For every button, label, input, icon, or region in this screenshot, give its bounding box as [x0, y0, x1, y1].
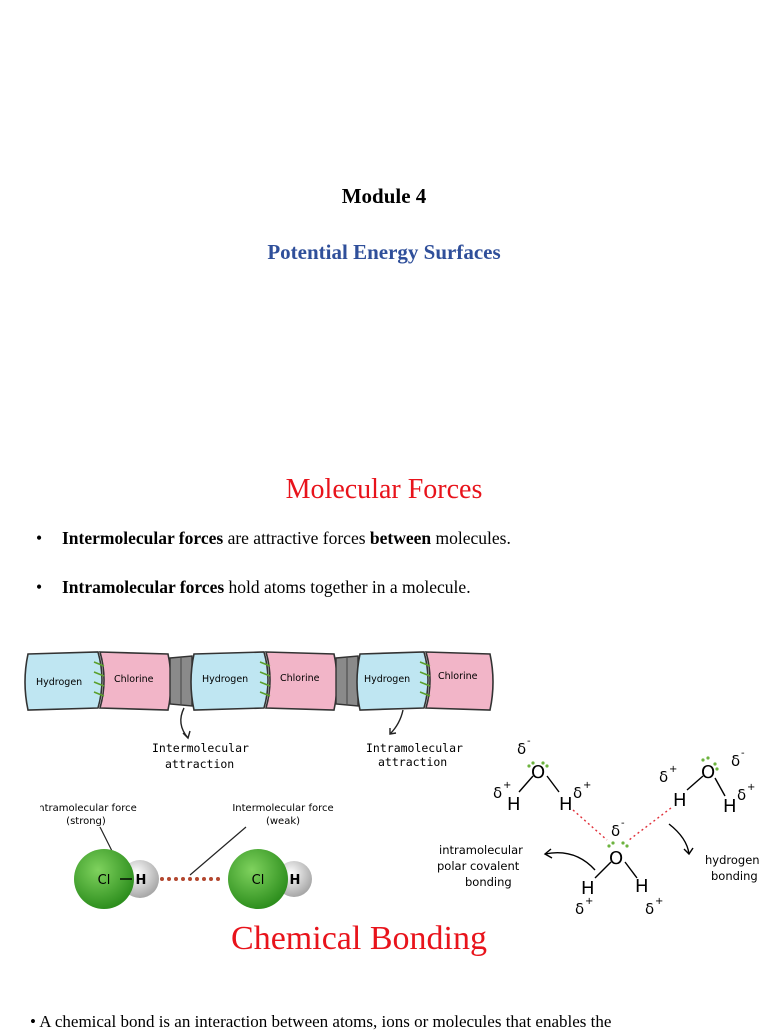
hydrogen-label: Hydrogen [202, 674, 248, 685]
hydrogen-symbol: H [723, 796, 737, 817]
intramolecular-force-label: Intramolecular force [40, 803, 137, 814]
polar-covalent-arrow [544, 852, 596, 871]
label-line: bonding [465, 875, 512, 889]
chlorine-block [424, 651, 494, 711]
intramolecular-bond [93, 661, 105, 697]
delta-plus-label: δ [659, 768, 668, 786]
cl-symbol: Cl [98, 873, 111, 888]
molecule-1: Hydrogen Chlorine [24, 651, 172, 711]
hydrogen-symbol: H [635, 876, 649, 897]
hydrogen-block [24, 651, 103, 711]
oxygen-symbol: O [531, 762, 545, 783]
hydrogen-bonding-arrow [668, 823, 690, 855]
bullet-item: • Intramolecular forces hold atoms togeth… [36, 577, 471, 598]
intramolecular-bond [259, 661, 271, 697]
chlorine-label: Chlorine [438, 671, 478, 682]
charge-sign: - [527, 736, 531, 747]
intermolecular-attraction-label: attraction [165, 757, 234, 771]
label-line: intramolecular [439, 843, 523, 857]
bullet-bold-term: Intramolecular forces [62, 577, 225, 597]
chlorine-atom [228, 849, 288, 909]
bullet-dot: • [36, 577, 43, 597]
charge-sign: + [669, 764, 677, 775]
hydrogen-symbol: H [581, 878, 595, 899]
molecule-3: Hydrogen Chlorine [356, 651, 494, 711]
hydrogen-block [190, 651, 269, 711]
hydrogen-symbol: H [559, 794, 573, 815]
label-line: bonding [711, 869, 758, 883]
intramolecular-force-label: (strong) [66, 816, 106, 827]
module-subtitle: Potential Energy Surfaces [267, 240, 501, 264]
joint-1 [169, 655, 193, 707]
lone-pairs [607, 841, 629, 848]
h-symbol: H [290, 873, 301, 888]
hydrogen-label: Hydrogen [364, 674, 410, 685]
hcl-molecule-1: Cl H [74, 849, 159, 909]
intermolecular-pointer [189, 826, 247, 876]
chemical-bond-definition: • A chemical bond is an interaction betw… [30, 1012, 612, 1031]
polar-covalent-label: intramolecular polar covalent bonding [437, 843, 523, 889]
intramolecular-bond [419, 661, 431, 697]
charge-sign: + [503, 780, 511, 791]
lone-pairs [701, 756, 719, 771]
water-molecule-center: δ - O H H δ + δ + [575, 818, 663, 918]
charge-sign: + [585, 896, 593, 907]
charge-sign: + [655, 896, 663, 907]
cl-symbol: Cl [252, 873, 265, 888]
charge-sign: + [747, 782, 755, 793]
hydrogen-symbol: H [673, 790, 687, 811]
charge-sign: - [741, 748, 745, 759]
chlorine-label: Chlorine [114, 674, 154, 685]
hydrogen-label: Hydrogen [36, 677, 82, 688]
charge-sign: + [583, 780, 591, 791]
bullet-text: are attractive forces [223, 528, 370, 548]
delta-plus-label: δ [645, 900, 654, 918]
intramolecular-attraction-label: attraction [378, 755, 447, 769]
hcl-chain-figure: Hydrogen Chlorine Hydrogen Chlorine Hydr… [24, 651, 494, 771]
bullet-text: hold atoms together in a molecule. [224, 577, 471, 597]
intermolecular-force-label: Intermolecular force [232, 803, 333, 814]
charge-sign: - [621, 818, 625, 829]
water-molecule-top-right: O δ - δ + H H δ + [659, 748, 755, 817]
label-line: polar covalent [437, 859, 520, 873]
hcl-molecule-2: Cl H [228, 849, 312, 909]
bullet-bold-word: between [369, 528, 432, 548]
module-title: Module 4 [341, 184, 427, 208]
bullet-item: • Intermolecular forces are attractive fo… [36, 528, 511, 549]
chlorine-atom [74, 849, 134, 909]
hydrogen-block [356, 651, 429, 711]
delta-minus-label: δ [611, 822, 620, 840]
oxygen-symbol: O [701, 762, 715, 783]
hcl-forces-figure: Intramolecular force (strong) Intermolec… [40, 803, 334, 909]
hydrogen-bonding-label: hydrogen bonding [705, 853, 760, 883]
bullet-bold-term: Intermolecular forces [62, 528, 224, 548]
h-symbol: H [136, 873, 147, 888]
joint-2 [335, 655, 359, 707]
intermolecular-attraction-label: Intermolecular [152, 741, 249, 755]
hydrogen-bond-dashes [572, 807, 672, 841]
lone-pairs [527, 761, 549, 768]
chlorine-label: Chlorine [280, 673, 320, 684]
delta-minus-label: δ [731, 752, 740, 770]
molecule-2: Hydrogen Chlorine [190, 651, 338, 711]
delta-minus-label: δ [517, 740, 526, 758]
intramolecular-attraction-label: Intramolecular [366, 741, 463, 755]
section-heading-chemical-bonding: Chemical Bonding [231, 920, 487, 957]
intramolecular-arrow [389, 709, 404, 735]
label-line: hydrogen [705, 853, 760, 867]
bullet-text: molecules. [431, 528, 511, 548]
water-molecule-top-left: δ - O δ + H H δ + [493, 736, 591, 815]
delta-plus-label: δ [737, 786, 746, 804]
delta-plus-label: δ [575, 900, 584, 918]
hydrogen-symbol: H [507, 794, 521, 815]
delta-plus-label: δ [493, 784, 502, 802]
bullet-dot: • [36, 528, 43, 548]
intermolecular-force-label: (weak) [266, 816, 300, 827]
intermolecular-dots [160, 877, 220, 881]
water-hbond-figure: δ - O δ + H H δ + O δ - δ + H H δ + δ - … [437, 736, 760, 918]
oxygen-symbol: O [609, 848, 623, 869]
section-heading-molecular-forces: Molecular Forces [285, 474, 483, 505]
delta-plus-label: δ [573, 784, 582, 802]
